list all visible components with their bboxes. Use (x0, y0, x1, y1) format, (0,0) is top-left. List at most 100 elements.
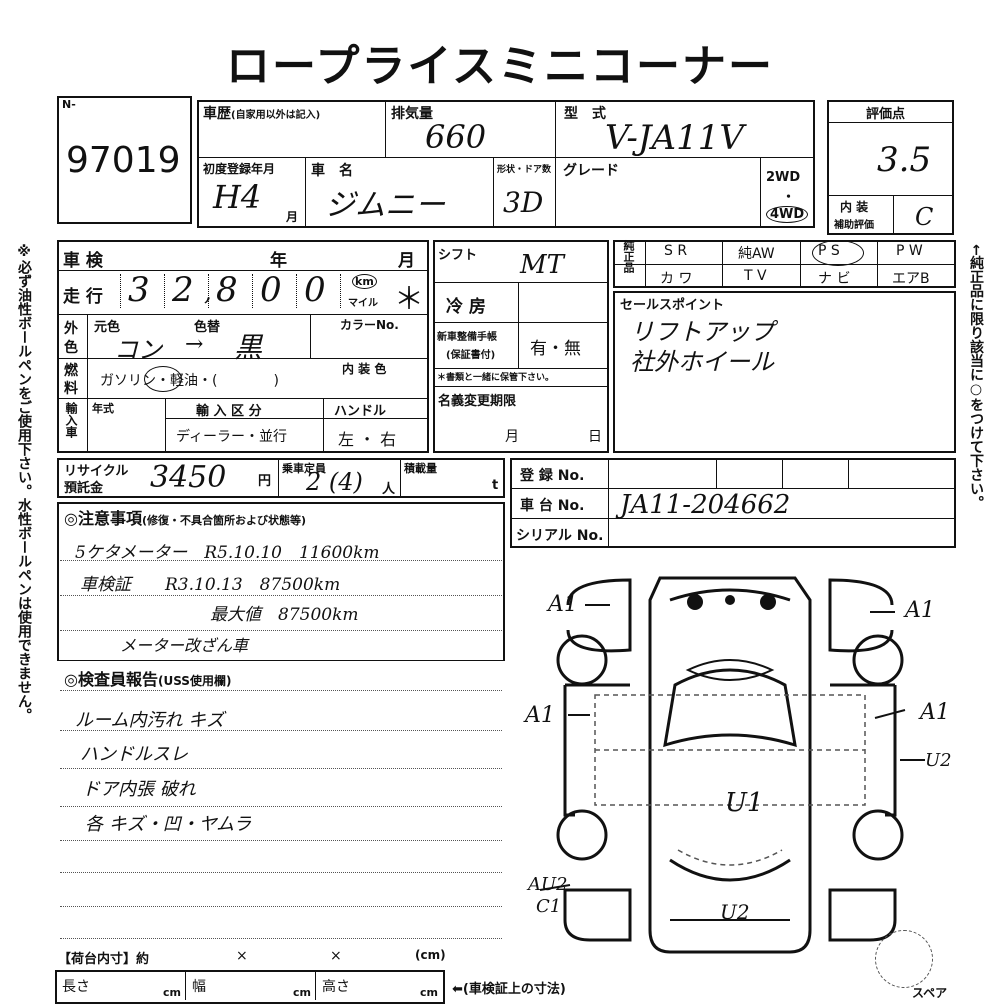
cargo-note: ⬅(車検証上の寸法) (452, 982, 566, 997)
inspector-line-2: ハンドルスレ (80, 744, 188, 765)
mark-rear: U2 (720, 900, 750, 924)
genuine-pw: P W (896, 243, 923, 259)
inspector-line-4: 各 キズ・凹・ヤムラ (85, 814, 252, 835)
genuine-airbag: エアB (892, 271, 930, 287)
shaken-year: 年 (270, 251, 287, 271)
cargo-width-cm: cm (293, 986, 311, 999)
cargo-length-label: 長さ (62, 979, 90, 995)
mileage-digit-4: 0 (260, 270, 282, 310)
mileage-sep: , (204, 278, 212, 306)
chassis-label: 車 台 No. (520, 498, 585, 514)
notes-box (57, 502, 505, 660)
mark-mid-left: A1 (525, 703, 555, 728)
cargo-label: 【荷台内寸】約 (58, 952, 150, 967)
notes-line-3: 最大値 87500km (210, 605, 359, 625)
first-reg-month: 月 (286, 210, 299, 224)
inspection-box (57, 240, 429, 453)
spare-label: スペア (912, 986, 948, 1000)
genuine-aw: 純AW (738, 246, 775, 262)
side-note-right: ←純正品に限り該当に○をつけて下さい。 (968, 244, 984, 510)
spare-circle (875, 930, 933, 988)
mark-rear-left-bottom: C1 (536, 896, 562, 917)
lot-label: N- (62, 98, 76, 111)
name-change-month: 月 (505, 429, 519, 445)
genuine-ps-circle (812, 240, 864, 266)
mileage-digit-3: 8 (216, 270, 238, 310)
load-label: 積載量 (404, 462, 437, 475)
cargo-width-label: 幅 (192, 979, 206, 995)
cargo-dims-box (55, 970, 445, 1004)
shaken-month: 月 (398, 251, 415, 271)
car-name-value: ジムニー (325, 188, 445, 223)
sales-point-label: セールスポイント (620, 298, 725, 313)
first-reg-value: H4 (213, 178, 262, 216)
history-label: 車歴(自家用以外は記入) (203, 106, 321, 122)
cargo-length-cm: cm (163, 986, 181, 999)
mileage-digit-1: 3 (128, 270, 150, 310)
interior-label-bottom: 補助評価 (834, 220, 874, 231)
interior-value: C (915, 203, 934, 231)
first-reg-label: 初度登録年月 (203, 162, 276, 176)
import-handle-label: ハンドル (334, 404, 387, 419)
fuel-options: ガソリン・軽油・( ) (100, 373, 279, 389)
cargo-unit: (cm) (415, 948, 446, 962)
mileage-unit-km: km (352, 274, 377, 289)
recycle-unit: 円 (258, 474, 272, 489)
model-value: V-JA11V (605, 118, 744, 158)
serial-label: シリアル No. (516, 528, 604, 544)
shaken-label: 車 検 (63, 251, 103, 271)
mileage-digit-2: 2 (172, 270, 194, 310)
score-label: 評価点 (866, 107, 906, 122)
name-change-label: 名義変更期限 (438, 394, 517, 409)
manual-note: ＊書類と一緒に保管下さい。 (437, 373, 555, 383)
model-label: 型 式 (564, 106, 606, 122)
vehicle-info-box (197, 100, 815, 228)
notes-line-1: 5ケタメーター R5.10.10 11600km (75, 543, 380, 563)
body-door-value: 3D (503, 186, 544, 219)
color-orig: コン (114, 336, 162, 364)
inspector-line-1: ルーム内汚れ キズ (75, 710, 225, 731)
mark-mid-right: A1 (920, 700, 950, 725)
sheet-title: ロープライスミニコーナー (225, 41, 775, 92)
mark-rear-left-top: AU2 (528, 874, 568, 895)
color-label-bottom: 色 (64, 340, 78, 356)
notes-line-4: メーター改ざん車 (120, 636, 249, 655)
capacity-label: 乗車定員 (282, 462, 326, 475)
chassis-value: JA11-204662 (620, 490, 791, 520)
mark-right-side: U2 (925, 750, 952, 771)
manual-label-top: 新車整備手帳 (437, 332, 497, 343)
color-new: 黒 (234, 331, 263, 364)
drive-4wd: 4WD (766, 206, 809, 223)
capacity-value: 2 (4) (306, 468, 363, 496)
grade-label: グレード (563, 163, 619, 179)
mileage-unit-mile: マイル (348, 298, 378, 309)
import-class-options: ディーラー・並行 (176, 429, 288, 445)
genuine-sr: S R (664, 243, 688, 259)
genuine-label: 純正品 (622, 240, 635, 273)
cargo-height-label: 高さ (322, 979, 350, 995)
sales-point-line-1: リフトアップ (630, 318, 774, 346)
mileage-digits: 3 2 , 8 0 0 (120, 270, 341, 310)
score-box (827, 100, 954, 235)
sales-point-box (613, 291, 956, 453)
recycle-value: 3450 (150, 460, 227, 495)
body-door-label: 形状・ドア数 (497, 165, 552, 175)
manual-options: 有・無 (530, 339, 581, 359)
side-note-left: ※必ず油性ボールペンをご使用下さい。水性ボールペンは使用できません。 (16, 244, 32, 722)
recycle-label-top: リサイクル (64, 464, 129, 479)
drive-2wd: 2WD (766, 170, 801, 185)
mark-front-left: A1 (548, 592, 578, 617)
car-name-label: 車 名 (311, 163, 353, 179)
notes-line-2: 車検証 R3.10.13 87500km (80, 575, 341, 595)
lot-box (57, 96, 192, 224)
interior-color-label: 内 装 色 (342, 362, 387, 376)
name-change-day: 日 (588, 429, 602, 445)
genuine-kawa: カ ワ (660, 271, 693, 287)
car-diagram (539, 576, 925, 954)
registration-box (510, 458, 956, 548)
fuel-label-top: 燃 (64, 363, 78, 379)
ac-label: 冷 房 (446, 297, 486, 317)
notes-label: ◎注意事項(修復・不具合箇所および状態等) (64, 509, 307, 528)
import-year-label: 年式 (92, 402, 114, 415)
interior-label-top: 内 装 (840, 200, 869, 214)
